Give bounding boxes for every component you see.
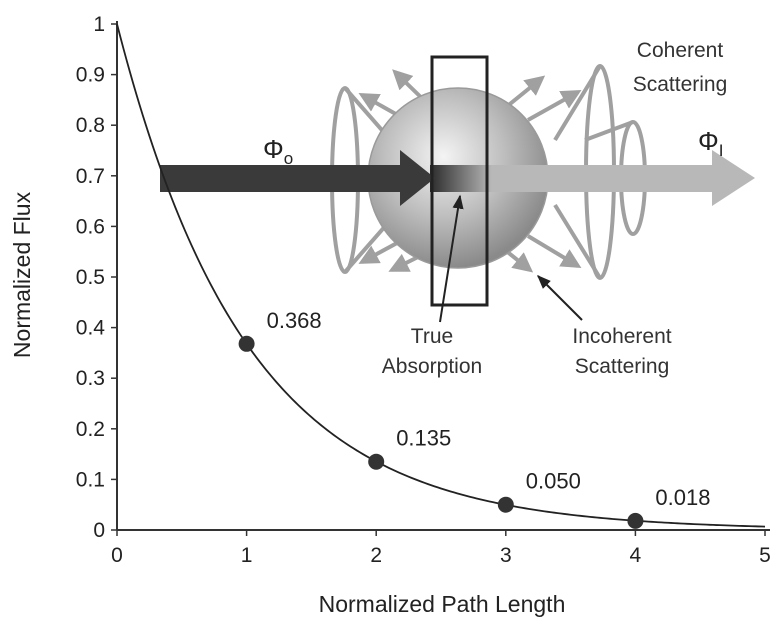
- true-absorption-pointer: [439, 194, 464, 323]
- incoherent-scattering-label-line2: Scattering: [575, 355, 670, 378]
- coherent-scattering-label-line1: Coherent: [637, 39, 724, 62]
- incoherent-scattering-pointer: [537, 275, 583, 321]
- y-tick-label: 0.8: [76, 114, 105, 137]
- incident-beam: [160, 150, 435, 206]
- y-tick-label: 0.5: [76, 266, 105, 289]
- x-tick-label: 5: [759, 544, 771, 567]
- absorption-gradient: [430, 165, 492, 192]
- transmitted-beam: [490, 150, 755, 206]
- data-point-label: 0.018: [655, 485, 710, 510]
- data-point: [497, 496, 514, 513]
- incoherent-scattering-label-line1: Incoherent: [572, 325, 671, 348]
- y-tick-label: 0.9: [76, 64, 105, 87]
- scattering-illustration: Φo ΦI True Absorption Incoherent Scatter…: [160, 39, 755, 378]
- data-points: 0.368 0.135 0.050 0.018: [238, 308, 710, 529]
- y-tick-label: 0.2: [76, 418, 105, 441]
- data-point: [627, 512, 644, 529]
- y-tick-label: 1: [93, 13, 105, 36]
- y-tick-label: 0.6: [76, 215, 105, 238]
- coherent-scattering-label-line2: Scattering: [633, 73, 728, 96]
- y-tick-label: 0: [93, 519, 105, 542]
- absorption-window: [430, 55, 489, 307]
- phi-incident-label: Φo: [263, 134, 293, 168]
- data-point-label: 0.050: [526, 469, 581, 494]
- y-tick-label: 0.7: [76, 165, 105, 188]
- data-point-label: 0.368: [267, 308, 322, 333]
- y-ticks: 0 0.1 0.2 0.3 0.4 0.5 0.6 0.7 0.8 0.9 1: [76, 13, 117, 542]
- data-point-label: 0.135: [396, 426, 451, 451]
- true-absorption-label-line1: True: [411, 325, 453, 348]
- x-tick-label: 2: [370, 544, 382, 567]
- y-tick-label: 0.3: [76, 367, 105, 390]
- x-tick-label: 0: [111, 544, 123, 567]
- phi-transmitted-label: ΦI: [698, 126, 723, 160]
- data-point: [238, 335, 255, 352]
- x-tick-label: 3: [500, 544, 512, 567]
- y-tick-label: 0.1: [76, 468, 105, 491]
- y-tick-label: 0.4: [76, 317, 106, 340]
- x-tick-label: 4: [630, 544, 642, 567]
- x-ticks: 0 1 2 3 4 5: [111, 530, 771, 567]
- data-point: [368, 453, 385, 470]
- decay-curve: [116, 23, 766, 528]
- y-axis-title: Normalized Flux: [9, 191, 35, 358]
- axes: [116, 21, 770, 531]
- x-tick-label: 1: [241, 544, 253, 567]
- true-absorption-label-line2: Absorption: [382, 355, 482, 378]
- x-axis-title: Normalized Path Length: [319, 591, 566, 617]
